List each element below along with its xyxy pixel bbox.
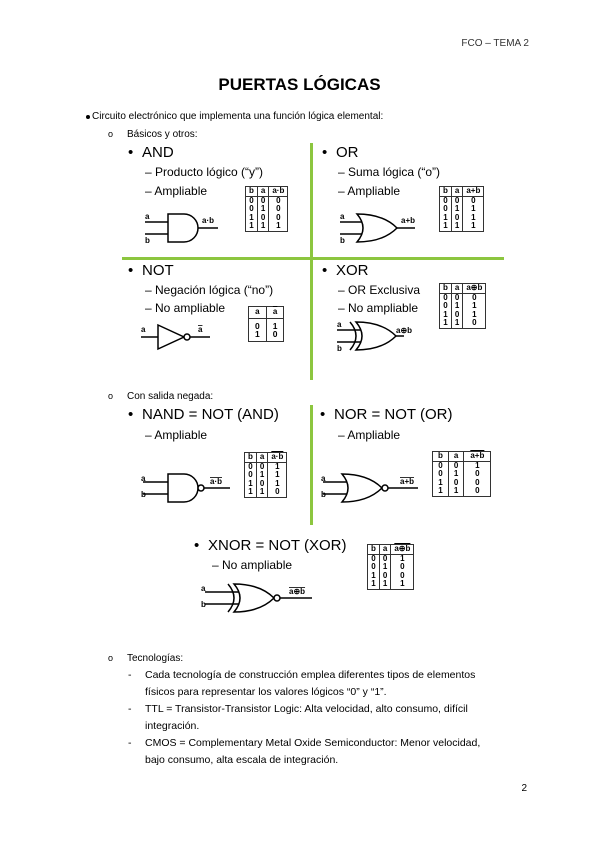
or-line2: – Ampliable — [338, 184, 401, 198]
svg-text:a: a — [337, 320, 342, 329]
and-line2: – Ampliable — [145, 184, 208, 198]
not-title: •NOT — [128, 262, 174, 279]
or-line1: – Suma lógica (“o”) — [338, 165, 441, 179]
svg-text:b: b — [337, 344, 342, 353]
svg-text:a: a — [141, 325, 146, 334]
sub-bullet: o — [108, 129, 114, 139]
list-item: - CMOS = Complementary Metal Oxide Semic… — [128, 737, 481, 766]
intro-bullet: Circuito electrónico que implementa una … — [86, 111, 384, 122]
svg-text:a: a — [201, 584, 206, 593]
svg-text:b: b — [201, 600, 206, 609]
svg-text:a·b: a·b — [202, 216, 214, 225]
bullet-dot — [86, 115, 90, 119]
tech-list: - Cada tecnología de construcción emplea… — [128, 667, 545, 769]
negada-label: Con salida negada: — [127, 391, 214, 402]
svg-text:a⊕b: a⊕b — [289, 587, 305, 596]
nor-title: •NOR = NOT (OR) — [320, 406, 453, 423]
divider-vertical — [310, 143, 313, 380]
sub-bullet: o — [108, 653, 114, 663]
nand-title: •NAND = NOT (AND) — [128, 406, 279, 423]
svg-text:a: a — [141, 474, 146, 483]
page-number: 2 — [521, 783, 527, 794]
svg-text:b: b — [145, 236, 150, 245]
xnor-line1: – No ampliable — [212, 558, 293, 572]
list-item: - Cada tecnología de construcción emplea… — [128, 669, 476, 698]
page-header: FCO – TEMA 2 — [461, 38, 529, 49]
svg-text:b: b — [321, 490, 326, 499]
divider-horizontal — [122, 257, 504, 260]
tecnologias-item: o Tecnologías: — [108, 653, 184, 664]
negada-item: o Con salida negada: — [108, 391, 214, 402]
nand-line1: – Ampliable — [145, 428, 208, 442]
or-gate-icon: a b a+b — [340, 212, 415, 245]
svg-text:a: a — [145, 212, 150, 221]
tecnologias-label: Tecnologías: — [127, 653, 184, 664]
not-line2: – No ampliable — [145, 301, 226, 315]
svg-text:a: a — [198, 325, 203, 334]
xnor-gate-icon: a b a⊕b — [201, 583, 312, 613]
nor-line1: – Ampliable — [338, 428, 401, 442]
xnor-title: •XNOR = NOT (XOR) — [194, 537, 347, 554]
or-title: •OR — [322, 144, 359, 161]
and-title: •AND — [128, 144, 174, 161]
svg-text:b: b — [141, 490, 146, 499]
svg-text:a+b: a+b — [400, 477, 414, 486]
not-gate-icon: a a — [141, 323, 210, 351]
basicos-label: Básicos y otros: — [127, 129, 198, 140]
xor-title: •XOR — [322, 262, 369, 279]
and-line1: – Producto lógico (“y”) — [145, 165, 264, 179]
svg-text:b: b — [340, 236, 345, 245]
not-line1: – Negación lógica (“no”) — [145, 283, 274, 297]
page-title: PUERTAS LÓGICAS — [218, 75, 381, 94]
basicos-item: o Básicos y otros: — [108, 129, 198, 140]
sub-bullet: o — [108, 391, 114, 401]
list-item: - TTL = Transistor-Transistor Logic: Alt… — [128, 703, 468, 732]
svg-text:a: a — [340, 212, 345, 221]
nand-gate-icon: a b a·b — [141, 473, 230, 503]
svg-text:a+b: a+b — [401, 216, 415, 225]
svg-text:a·b: a·b — [210, 477, 222, 486]
nor-gate-icon: a b a+b — [321, 473, 418, 503]
svg-text:a⊕b: a⊕b — [396, 326, 412, 335]
and-gate-icon: a b a·b — [145, 212, 218, 245]
xor-line1: – OR Exclusiva — [338, 283, 421, 297]
svg-text:a: a — [321, 474, 326, 483]
xor-line2: – No ampliable — [338, 301, 419, 315]
divider-vertical-negated — [310, 405, 313, 525]
intro-text: Circuito electrónico que implementa una … — [92, 111, 384, 122]
xor-gate-icon: a b a⊕b — [337, 320, 412, 353]
